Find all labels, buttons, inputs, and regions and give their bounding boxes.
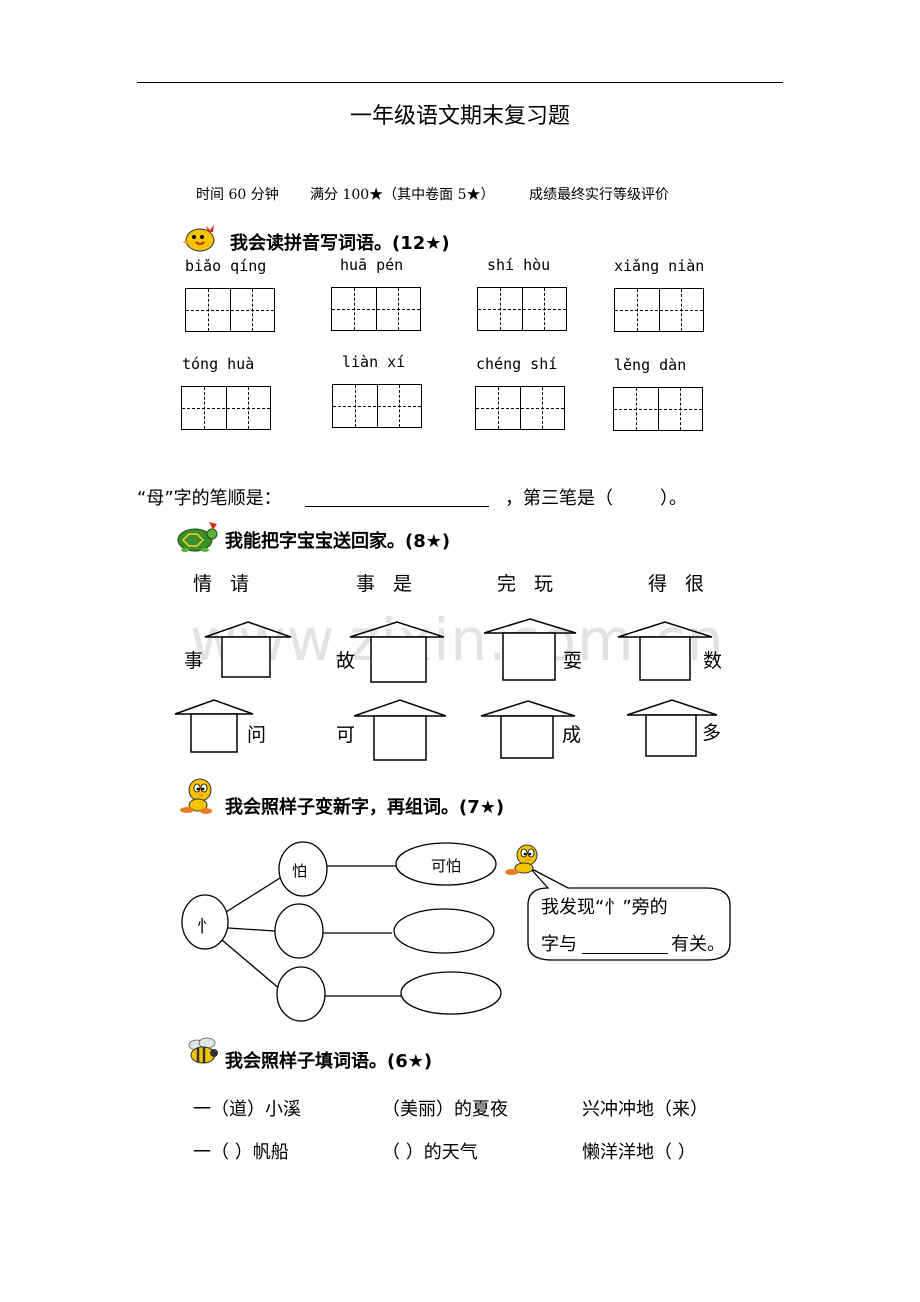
- new-char-blank[interactable]: [275, 904, 323, 958]
- section4-heading: 我会照样子填词语。(6★): [225, 1051, 433, 1072]
- pinyin-4: xiǎng niàn: [614, 257, 705, 275]
- info-time: 时间 60 分钟: [196, 187, 279, 203]
- house-char-5: 问: [247, 724, 267, 746]
- pinyin-7: chéng shí: [476, 355, 558, 373]
- section2-heading: 我能把字宝宝送回家。(8★): [225, 531, 451, 552]
- fill-row-2-col-3[interactable]: 懒洋洋地（ ）: [582, 1142, 696, 1163]
- writing-grid[interactable]: [475, 386, 565, 430]
- turtle-icon: [175, 520, 219, 558]
- writing-grid[interactable]: [477, 287, 567, 331]
- house-char-6: 可: [336, 724, 356, 746]
- new-char-blank[interactable]: [277, 967, 325, 1021]
- info-grading: 成绩最终实行等级评价: [529, 187, 669, 203]
- fill-row-2-col-1[interactable]: 一（ ）帆船: [193, 1142, 289, 1163]
- stroke-question-middle: ，第三笔是（: [505, 488, 613, 509]
- new-word-blank[interactable]: [394, 909, 494, 953]
- stroke-question-prefix: “母”字的笔顺是：: [137, 488, 282, 509]
- writing-grid[interactable]: [181, 386, 271, 430]
- writing-grid[interactable]: [614, 288, 704, 332]
- pinyin-2: huā pén: [340, 256, 404, 274]
- word-pair-3: 完 玩: [497, 573, 560, 595]
- example-row-1-col-3: 兴冲冲地（来）: [582, 1099, 708, 1120]
- pinyin-6: liàn xí: [342, 353, 406, 371]
- writing-grid[interactable]: [613, 387, 703, 431]
- watermark: www.zixin.com.cn: [190, 606, 725, 674]
- example-word: 可怕: [431, 857, 462, 875]
- page-title: 一年级语文期末复习题: [349, 104, 570, 129]
- pinyin-8: lěng dàn: [614, 356, 687, 374]
- fill-row-2-col-2[interactable]: （ ）的天气: [382, 1142, 478, 1163]
- section1-heading: 我会读拼音写词语。(12★): [230, 233, 450, 254]
- writing-grid[interactable]: [332, 384, 422, 428]
- bubble-line-1: 我发现“忄”旁的: [541, 897, 668, 918]
- word-pair-1: 情 请: [193, 573, 256, 595]
- stroke-question-suffix: ）。: [660, 488, 687, 509]
- house-char-1: 事: [184, 650, 204, 672]
- example-row-1-col-1: 一（道）小溪: [193, 1099, 301, 1120]
- bubble-answer-blank[interactable]: [582, 935, 668, 954]
- word-pair-4: 得 很: [648, 573, 711, 595]
- writing-grid[interactable]: [185, 288, 275, 332]
- example-char: 怕: [292, 862, 308, 880]
- pinyin-1: biǎo qíng: [185, 257, 267, 275]
- house-char-7: 成: [562, 724, 582, 746]
- writing-grid[interactable]: [331, 287, 421, 331]
- chick-icon: [180, 222, 220, 258]
- house-char-3: 耍: [563, 650, 583, 672]
- info-full-score: 满分 100★（其中卷面 5★）: [310, 187, 495, 203]
- root-radical: 忄: [197, 917, 214, 937]
- section3-heading: 我会照样子变新字，再组词。(7★): [225, 797, 505, 818]
- house-char-2: 故: [336, 650, 356, 672]
- example-row-1-col-2: （美丽）的夏夜: [382, 1099, 508, 1120]
- bird-icon: [178, 776, 218, 820]
- bird-icon: [503, 842, 545, 880]
- top-rule: [137, 82, 783, 83]
- bubble-line-2-b: 有关。: [671, 934, 725, 955]
- bee-icon: [185, 1036, 221, 1072]
- stroke-order-blank[interactable]: [305, 488, 489, 507]
- house-char-4: 数: [703, 650, 723, 672]
- new-word-blank[interactable]: [401, 972, 501, 1014]
- pinyin-3: shí hòu: [487, 256, 551, 274]
- house-char-8: 多: [702, 722, 722, 744]
- word-pair-2: 事 是: [356, 573, 419, 595]
- bubble-line-2-a: 字与: [541, 934, 577, 955]
- pinyin-5: tóng huà: [182, 355, 255, 373]
